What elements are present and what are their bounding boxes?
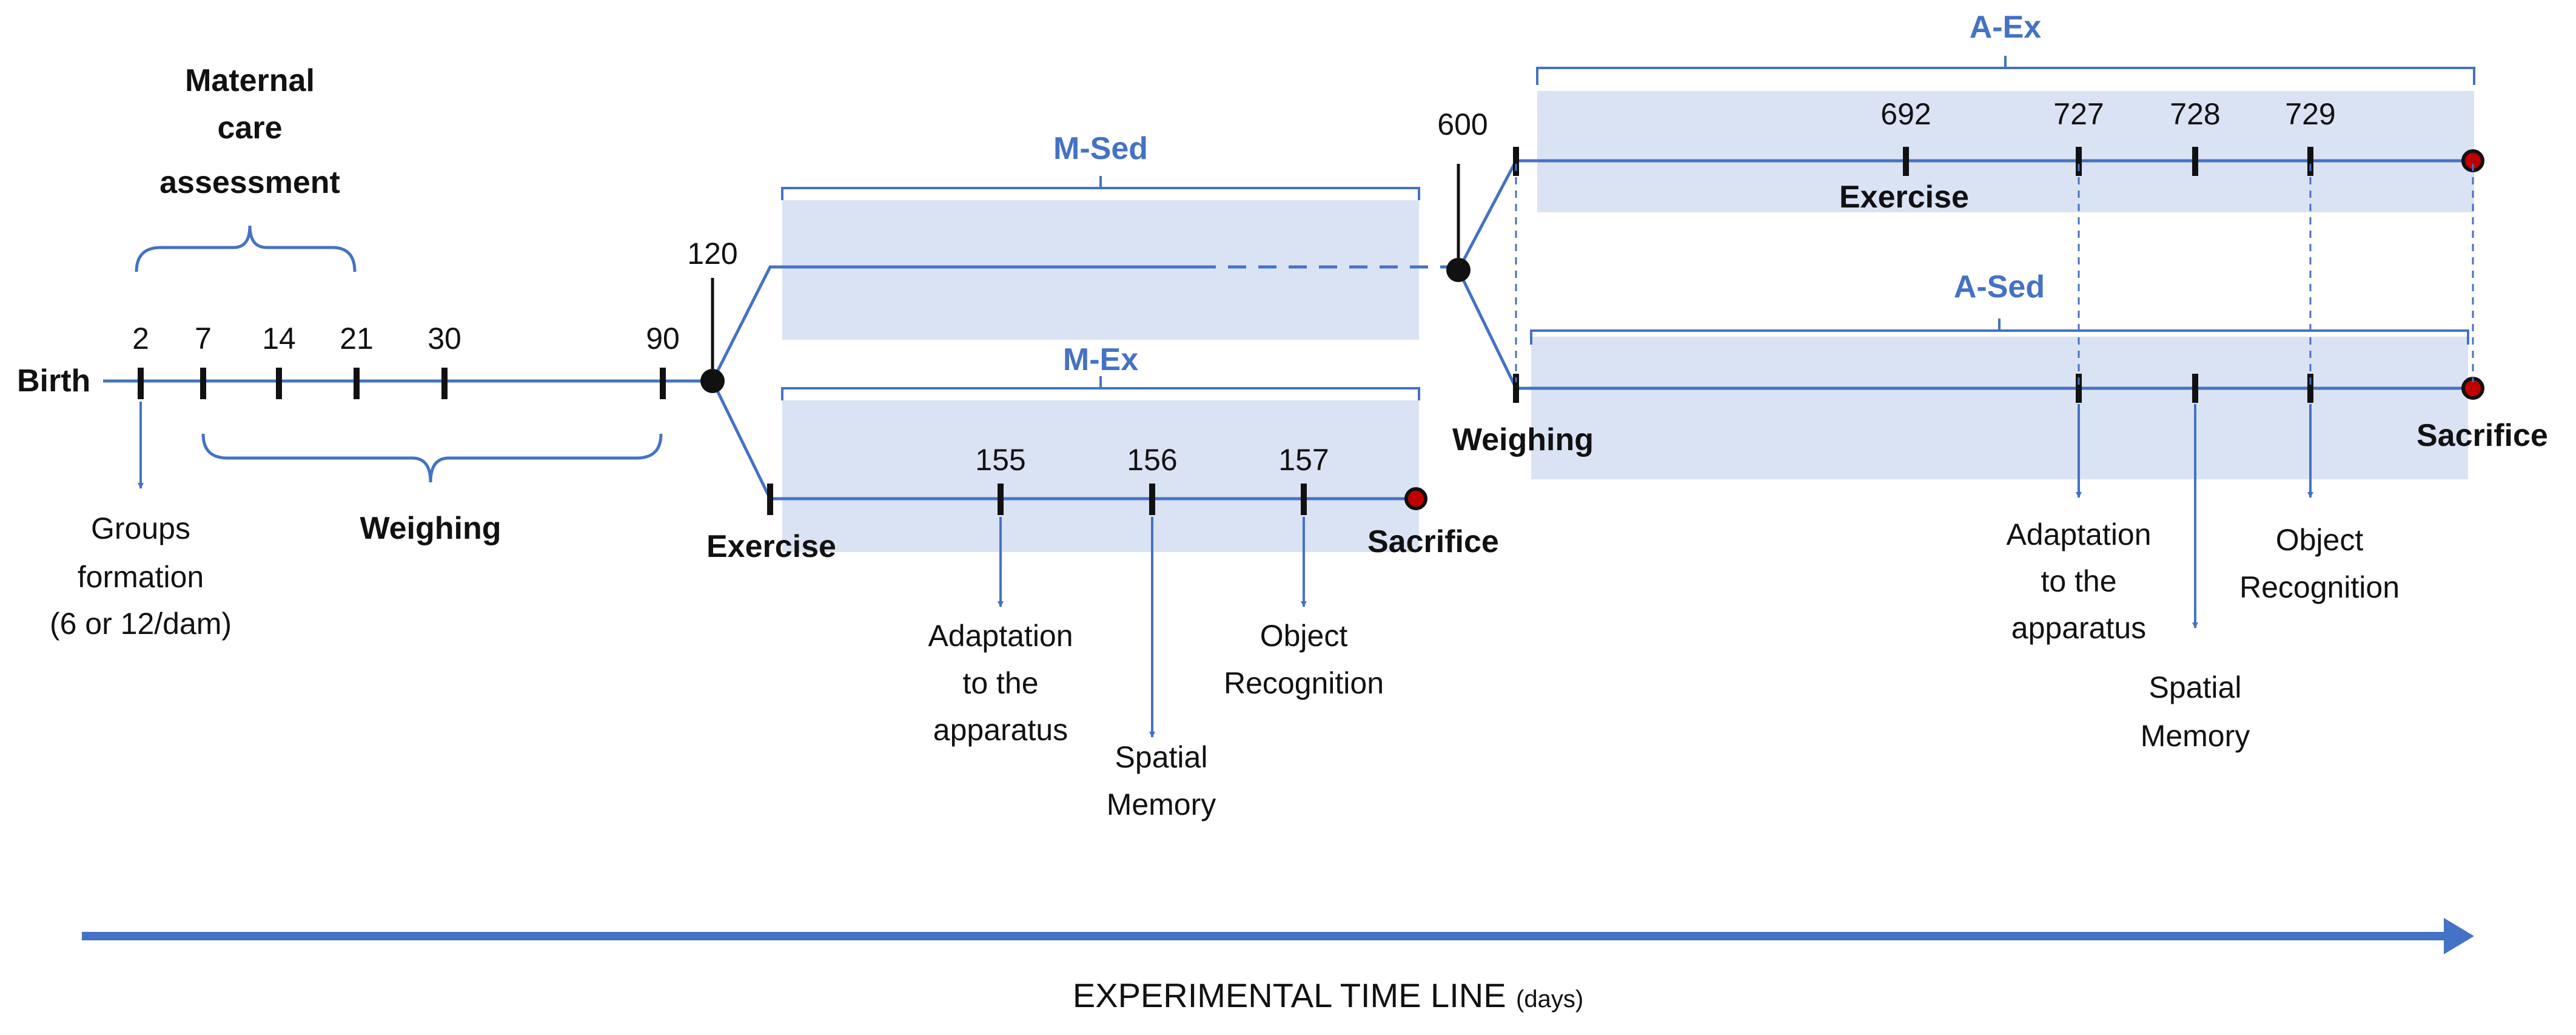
a-spatial-line-2: Memory	[2141, 719, 2250, 753]
birth-label: Birth	[17, 363, 90, 399]
m-sed-branch	[711, 265, 1198, 382]
day-7-label: 7	[195, 322, 212, 356]
day-156-label: 156	[1127, 443, 1177, 477]
day-600-label: 600	[1437, 107, 1488, 141]
day-155-label: 155	[975, 443, 1025, 477]
timeline-unit: (days)	[1516, 986, 1583, 1013]
day-90-label: 90	[646, 322, 680, 356]
day-692-label: 692	[1880, 97, 1931, 131]
timeline-title: EXPERIMENTAL TIME LINE	[1073, 976, 1506, 1014]
a-ex-bracket	[1536, 56, 2475, 85]
experimental-timeline-arrowhead	[2444, 918, 2474, 954]
sacrifice-a-label: Sacrifice	[2417, 418, 2548, 453]
maternal-care-label-line-3: assessment	[159, 165, 340, 200]
a-adaptation-line-2: to the	[2041, 564, 2116, 598]
a-ex-label: A-Ex	[1970, 10, 2042, 45]
day-728-label: 728	[2170, 97, 2220, 131]
groups-formation-line-3: (6 or 12/dam)	[50, 607, 232, 641]
day-30-label: 30	[428, 322, 461, 356]
groups-formation-line-1: Groups	[91, 511, 190, 545]
exercise-a-label: Exercise	[1839, 180, 1969, 215]
exercise-m-label: Exercise	[706, 529, 836, 564]
day-2-label: 2	[132, 322, 149, 356]
a-object-line-2: Recognition	[2239, 570, 2400, 604]
weighing-early-label: Weighing	[360, 511, 501, 546]
m-sed-label: M-Sed	[1053, 131, 1148, 166]
a-adaptation-line-3: apparatus	[2011, 611, 2146, 645]
m-sed-bracket	[781, 176, 1420, 200]
m-ex-label: M-Ex	[1063, 342, 1138, 377]
m-object-line-1: Object	[1260, 619, 1348, 653]
m-ex-bracket	[781, 376, 1420, 400]
day-729-label: 729	[2285, 97, 2335, 131]
a-object-line-1: Object	[2276, 523, 2364, 557]
weighing-brace	[201, 433, 663, 483]
maternal-care-brace	[135, 225, 357, 272]
sacrifice-dot-m	[1404, 487, 1427, 510]
node-day-120	[700, 369, 725, 393]
m-spatial-line-2: Memory	[1107, 787, 1216, 821]
weighing-late-label: Weighing	[1452, 422, 1594, 457]
m-sed-band	[782, 200, 1419, 340]
m-spatial-line-1: Spatial	[1115, 740, 1208, 774]
m-object-line-2: Recognition	[1224, 666, 1384, 700]
day-14-label: 14	[262, 322, 296, 356]
maternal-care-label-line-1: Maternal	[185, 63, 315, 98]
maternal-care-label-line-2: care	[218, 110, 283, 146]
day-120-label: 120	[687, 237, 737, 271]
m-adaptation-line-3: apparatus	[933, 713, 1068, 747]
m-ex-band	[782, 400, 1419, 552]
groups-formation-line-2: formation	[78, 560, 204, 594]
sacrifice-m-label: Sacrifice	[1367, 524, 1499, 559]
a-ex-band	[1537, 91, 2474, 212]
a-sed-band	[1531, 337, 2468, 479]
node-day-600	[1446, 258, 1471, 282]
timeline-caption: EXPERIMENTAL TIME LINE (days)	[1073, 976, 1583, 1014]
day-157-label: 157	[1278, 443, 1329, 477]
m-adaptation-line-1: Adaptation	[928, 619, 1073, 653]
a-spatial-line-1: Spatial	[2149, 670, 2242, 704]
a-sed-bracket	[1530, 319, 2469, 345]
a-sed-label: A-Sed	[1954, 269, 2045, 305]
day-21-label: 21	[340, 322, 374, 356]
a-adaptation-line-1: Adaptation	[2006, 518, 2151, 551]
day-727-label: 727	[2053, 97, 2104, 131]
m-adaptation-line-2: to the	[962, 666, 1038, 700]
